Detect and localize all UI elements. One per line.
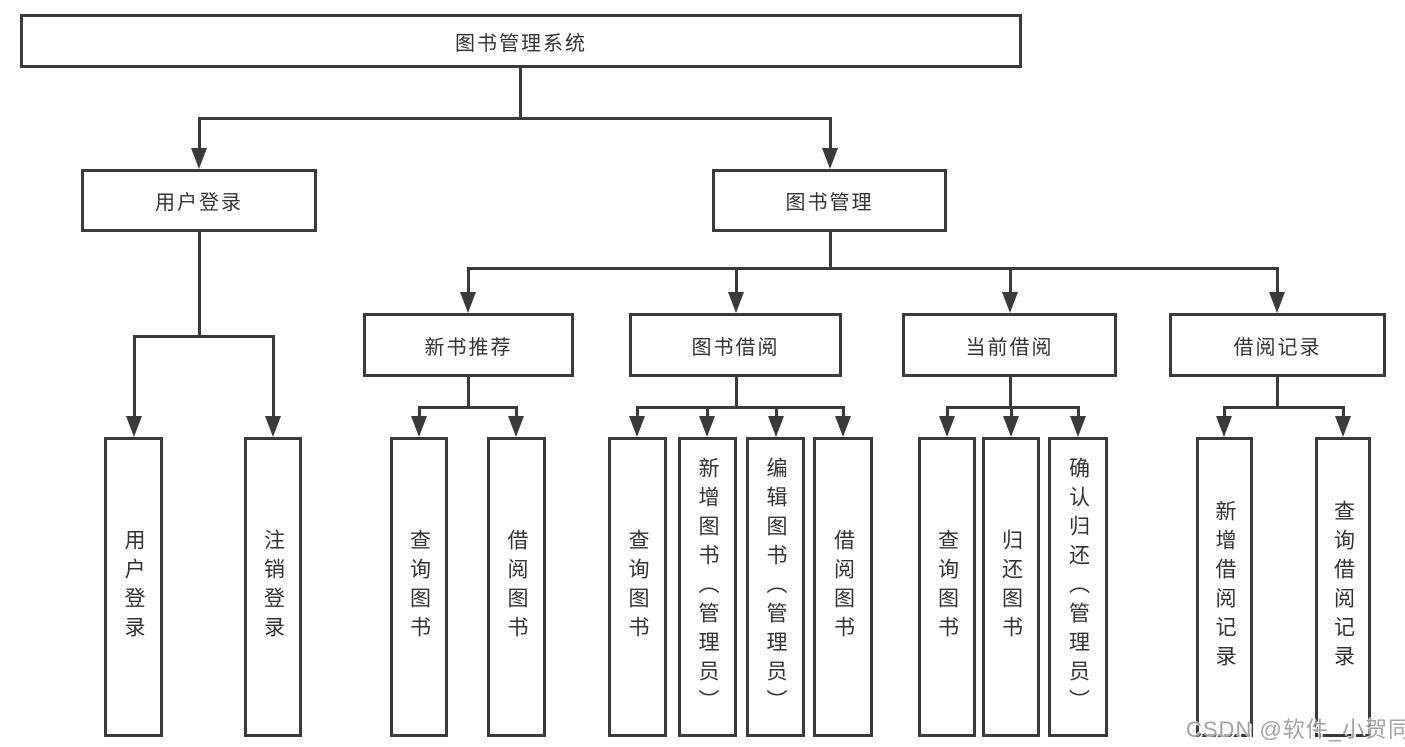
connector-line (829, 117, 832, 150)
node-library-system: 图书管理系统 (20, 14, 1022, 68)
node-book-borrow: 图书借阅 (629, 313, 842, 377)
connector-line (198, 117, 832, 120)
node-user-login: 用户登录 (81, 169, 317, 232)
connector-line (418, 406, 518, 409)
arrowhead-down-icon (629, 416, 645, 437)
connector-line (1009, 377, 1012, 408)
arrowhead-down-icon (460, 292, 476, 313)
connector-line (1223, 406, 1226, 416)
node-borrow-records: 借阅记录 (1169, 313, 1386, 377)
connector-line (418, 406, 421, 416)
connector-line (1010, 406, 1013, 416)
connector-line (636, 406, 639, 416)
leaf-query-books-current: 查询图书 (918, 437, 976, 737)
arrowhead-down-icon (1216, 416, 1232, 437)
leaf-add-borrow-record: 新增借阅记录 (1196, 437, 1253, 737)
node-book-management: 图书管理 (712, 169, 947, 232)
arrowhead-down-icon (728, 292, 744, 313)
arrowhead-down-icon (1070, 416, 1086, 437)
leaf-edit-books-admin: 编辑图书（管理员） (746, 437, 805, 737)
connector-line (1077, 406, 1080, 416)
connector-line (636, 406, 845, 409)
leaf-query-borrow-record: 查询借阅记录 (1315, 437, 1371, 737)
arrowhead-down-icon (1003, 416, 1019, 437)
connector-line (467, 377, 470, 408)
connector-line (1342, 406, 1345, 416)
leaf-user-login: 用户登录 (104, 437, 163, 737)
leaf-return-books: 归还图书 (982, 437, 1040, 737)
arrowhead-down-icon (265, 416, 281, 437)
arrowhead-down-icon (411, 416, 427, 437)
leaf-query-books-borrow: 查询图书 (608, 437, 667, 737)
connector-line (519, 68, 522, 119)
arrowhead-down-icon (699, 416, 715, 437)
connector-line (735, 377, 738, 408)
connector-line (133, 335, 136, 416)
connector-line (842, 406, 845, 416)
watermark: CSDN @软件_小贺同学 (1186, 717, 1405, 742)
arrowhead-down-icon (508, 416, 524, 437)
leaf-confirm-return-admin: 确认归还（管理员） (1048, 437, 1108, 737)
connector-line (1223, 406, 1345, 409)
connector-line (1009, 267, 1012, 293)
node-current-borrow: 当前借阅 (902, 313, 1117, 377)
arrowhead-down-icon (191, 148, 207, 169)
arrowhead-down-icon (1002, 292, 1018, 313)
connector-line (467, 267, 1279, 270)
connector-line (735, 267, 738, 293)
leaf-logout: 注销登录 (244, 437, 302, 737)
connector-line (706, 406, 709, 416)
connector-line (467, 267, 470, 293)
leaf-borrow-books-recommend: 借阅图书 (487, 437, 546, 737)
arrowhead-down-icon (1269, 292, 1285, 313)
connector-line (1276, 267, 1279, 293)
arrowhead-down-icon (835, 416, 851, 437)
connector-line (272, 335, 275, 416)
connector-line (198, 117, 201, 150)
arrowhead-down-icon (126, 416, 142, 437)
arrowhead-down-icon (939, 416, 955, 437)
leaf-borrow-books: 借阅图书 (813, 437, 873, 737)
connector-line (515, 406, 518, 416)
connector-line (946, 406, 949, 416)
connector-line (1276, 377, 1279, 408)
connector-line (829, 232, 832, 269)
arrowhead-down-icon (1335, 416, 1351, 437)
leaf-add-books-admin: 新增图书（管理员） (678, 437, 737, 737)
connector-line (133, 335, 274, 338)
arrowhead-down-icon (822, 148, 838, 169)
node-new-book-recommend: 新书推荐 (363, 313, 574, 377)
connector-line (946, 406, 1080, 409)
connector-line (775, 406, 778, 416)
connector-line (198, 232, 201, 337)
arrowhead-down-icon (768, 416, 784, 437)
leaf-query-books-recommend: 查询图书 (390, 437, 448, 737)
